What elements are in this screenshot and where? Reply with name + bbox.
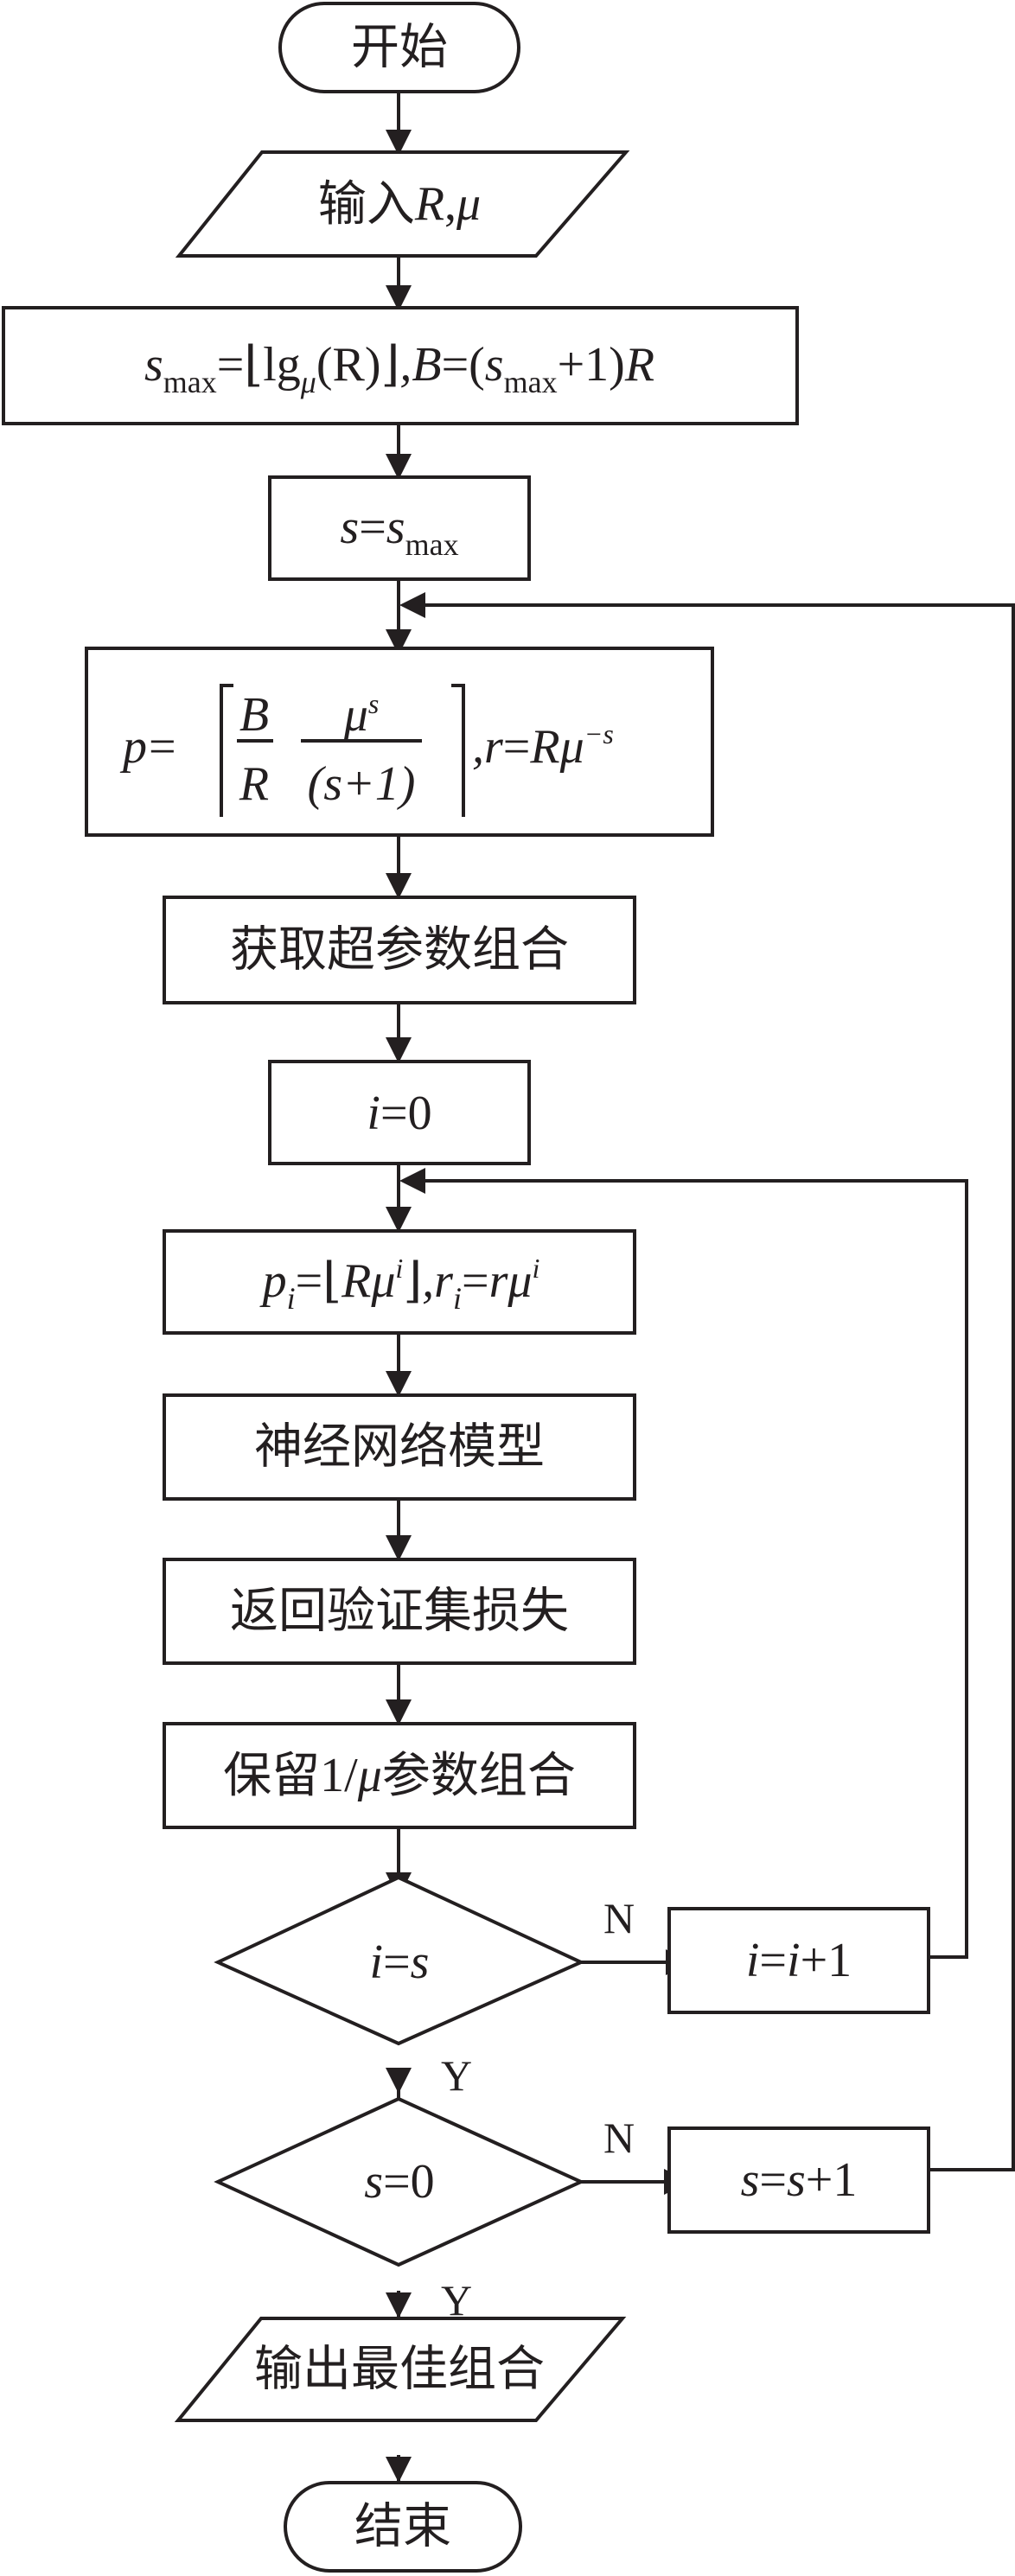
svg-text:(s+1): (s+1) [308,757,416,811]
end-node: 结束 [284,2481,522,2573]
get-hyperparams-label: 获取超参数组合 [230,922,569,979]
input-node: 输入R,μ [175,150,630,258]
ceil-close [451,684,465,817]
decision-i-yes-label: Y [441,2051,472,2100]
set-s-process: s=smax [268,475,531,581]
inc-i-process: i=i+1 [667,1907,930,2014]
calc-process: p = B R μs (s+1) ,r=Rμ−s [85,647,714,837]
decision-i-eq-s: i=s [214,1875,585,2046]
svg-text:B: B [239,688,269,742]
set-i-formula: i=0 [367,1087,431,1140]
val-loss-process: 返回验证集损失 [163,1558,636,1665]
output-node: 输出最佳组合 [174,2317,627,2422]
iter-process: pi=⌊Rμi⌋,ri=rμi [163,1229,636,1335]
set-s-formula: s=smax [340,501,458,562]
nn-model-process: 神经网络模型 [163,1393,636,1501]
init-process: smax=⌊lgμ(R)⌋,B=(smax+1)R [2,306,799,425]
calc-formula: p = B R μs (s+1) ,r=Rμ−s [119,684,614,817]
keep-label: 保留1/μ参数组合 [223,1748,576,1804]
decision-i-label: i=s [370,1935,430,1989]
ceil-open [220,684,233,817]
nn-model-label: 神经网络模型 [254,1419,545,1476]
inc-i-formula: i=i+1 [746,1934,852,1987]
input-label: 输入R,μ [318,176,481,233]
set-i-process: i=0 [268,1060,531,1165]
svg-text:R: R [239,757,269,811]
get-hyperparams-process: 获取超参数组合 [163,896,636,1004]
inc-s-formula: s=s+1 [741,2153,858,2207]
svg-text:μs: μs [343,688,380,742]
inc-s-process: s=s+1 [667,2126,930,2234]
svg-text:p: p [119,720,147,774]
svg-text:=: = [149,720,176,774]
decision-s-eq-0: s=0 [214,2096,585,2267]
keep-process: 保留1/μ参数组合 [163,1722,636,1829]
decision-s-yes-label: Y [441,2276,472,2324]
end-label: 结束 [354,2499,451,2555]
svg-text:,r=Rμ−s: ,r=Rμ−s [472,718,614,774]
output-label: 输出最佳组合 [254,2342,545,2398]
decision-s-label: s=0 [364,2155,434,2209]
init-formula: smax=⌊lgμ(R)⌋,B=(smax+1)R [144,338,654,399]
start-node: 开始 [278,2,520,93]
start-label: 开始 [351,20,448,76]
decision-i-no-label: N [603,1894,635,1942]
iter-formula: pi=⌊Rμi⌋,ri=rμi [259,1253,540,1316]
decision-s-no-label: N [603,2114,635,2162]
val-loss-label: 返回验证集损失 [230,1584,569,1640]
